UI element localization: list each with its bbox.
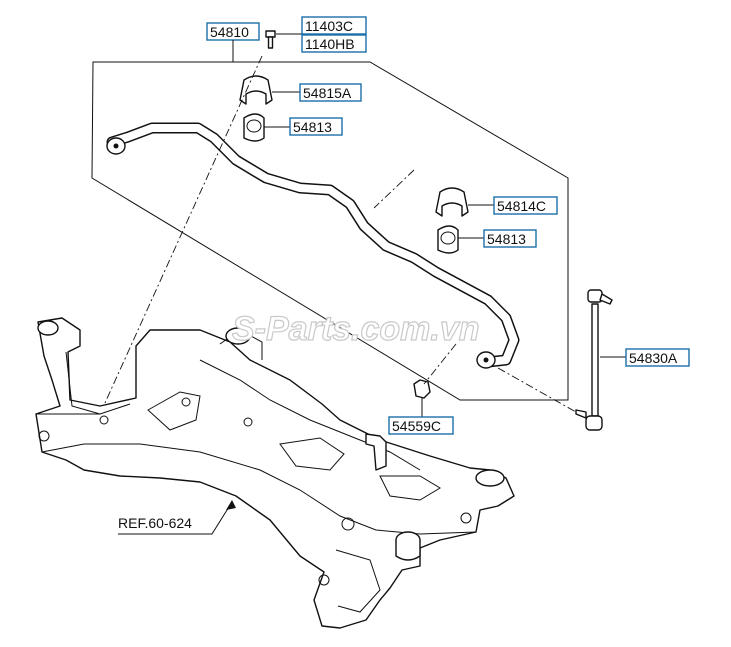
callout-54815a: 54815A xyxy=(299,83,362,102)
callout-54559c: 54559C xyxy=(388,416,454,435)
reference-label: REF.60-624 xyxy=(118,515,192,531)
svg-text:11403C: 11403C xyxy=(305,18,353,34)
bracket-54815a xyxy=(239,75,300,105)
bolt-part xyxy=(265,30,302,49)
callout-54813-top: 54813 xyxy=(289,117,343,136)
svg-text:54559C: 54559C xyxy=(392,418,441,434)
callout-11403c: 11403C xyxy=(301,16,367,35)
bushing-54813-top xyxy=(243,113,290,142)
callout-54830a: 54830A xyxy=(625,348,690,367)
svg-text:1140HB: 1140HB xyxy=(305,36,355,52)
reference-arrow xyxy=(118,500,236,535)
stabilizer-bar xyxy=(106,122,520,369)
assembly-boundary xyxy=(91,61,569,401)
callout-54814c: 54814C xyxy=(493,196,558,215)
bushing-54813-bottom xyxy=(437,225,484,254)
svg-text:54813: 54813 xyxy=(487,231,526,247)
callout-1140hb: 1140HB xyxy=(301,34,367,53)
svg-text:54810: 54810 xyxy=(210,24,249,40)
svg-text:54830A: 54830A xyxy=(629,350,678,366)
subframe xyxy=(35,317,515,629)
callout-54813-bottom: 54813 xyxy=(483,229,537,248)
nut-54559c xyxy=(413,379,431,418)
svg-text:54815A: 54815A xyxy=(303,85,352,101)
stabilizer-link-54830a xyxy=(575,289,626,431)
bracket-54814c xyxy=(435,187,494,217)
watermark: S-Parts.com.vn xyxy=(232,310,480,348)
svg-text:54814C: 54814C xyxy=(497,198,546,214)
svg-text:54813: 54813 xyxy=(293,119,332,135)
callout-54810: 54810 xyxy=(206,22,260,62)
